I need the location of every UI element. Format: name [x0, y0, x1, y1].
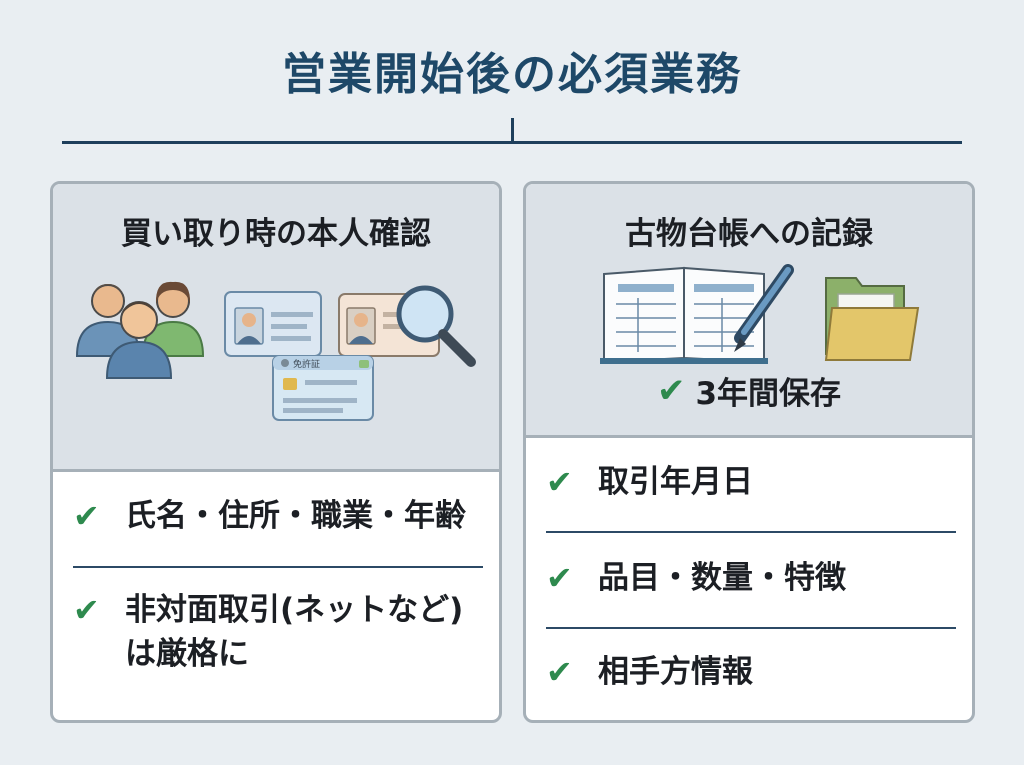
ledger-illustration — [600, 264, 920, 364]
identity-illustration: 免許証 — [75, 281, 476, 421]
license-card-icon — [272, 355, 374, 421]
identity-check-heading: 買い取り時の本人確認 — [121, 216, 431, 252]
check-icon: ✔ — [656, 370, 686, 411]
title-connector — [511, 118, 514, 144]
people-group-icon — [75, 281, 205, 379]
ledger-item: ✔ 相手方情報 — [546, 650, 956, 694]
check-icon: ✔ — [73, 497, 100, 535]
ledger-record-heading: 古物台帳への記録 — [625, 216, 873, 252]
item-divider — [73, 566, 483, 568]
identity-item: ✔ 氏名・住所・職業・年齢 — [73, 494, 483, 538]
retention-note: ✔ 3年間保存 — [526, 368, 972, 413]
identity-item-text: 非対面取引(ネットなど)は厳格に — [125, 592, 464, 672]
ledger-item-text: 相手方情報 — [598, 654, 753, 690]
open-ledger-icon — [600, 266, 768, 364]
check-icon: ✔ — [546, 559, 573, 597]
identity-item-text: 氏名・住所・職業・年齢 — [125, 498, 466, 534]
pen-icon — [734, 264, 794, 352]
item-divider — [546, 531, 956, 533]
ledger-record-card: 古物台帳への記録 — [523, 181, 975, 723]
check-icon: ✔ — [546, 463, 573, 501]
item-divider — [546, 627, 956, 629]
folder-icon — [824, 277, 920, 361]
ledger-item-text: 取引年月日 — [598, 464, 753, 500]
ledger-record-header-panel: 古物台帳への記録 — [526, 184, 972, 438]
ledger-item: ✔ 取引年月日 — [546, 460, 956, 504]
check-icon: ✔ — [73, 591, 100, 629]
identity-check-card: 買い取り時の本人確認 — [50, 181, 502, 723]
ledger-item: ✔ 品目・数量・特徴 — [546, 556, 956, 600]
page-title: 営業開始後の必須業務 — [282, 49, 742, 100]
ledger-item-text: 品目・数量・特徴 — [598, 560, 846, 596]
retention-text: 3年間保存 — [695, 376, 842, 412]
license-label: 免許証 — [293, 358, 320, 370]
magnifier-icon — [396, 285, 476, 367]
identity-check-header-panel: 買い取り時の本人確認 — [53, 184, 499, 472]
identity-item: ✔ 非対面取引(ネットなど)は厳格に — [73, 588, 483, 676]
check-icon: ✔ — [546, 653, 573, 691]
id-card-icon — [224, 291, 322, 357]
title-underline — [62, 141, 962, 144]
